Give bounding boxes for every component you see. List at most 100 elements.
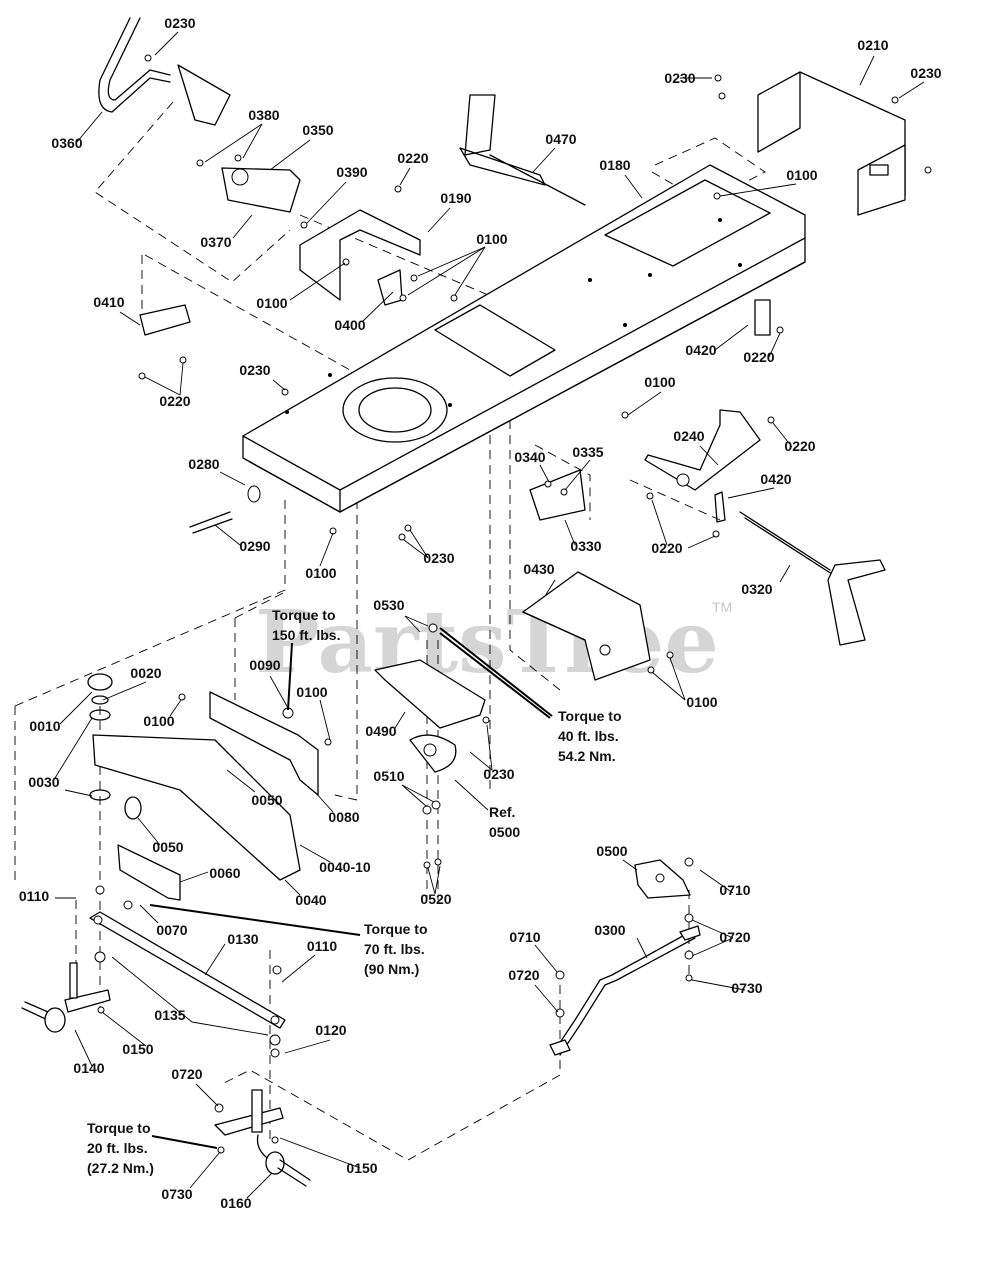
- watermark-trademark: TM: [712, 599, 732, 615]
- part-label-0720[interactable]: 0720: [719, 929, 750, 945]
- part-label-0040-10[interactable]: 0040-10: [319, 859, 371, 875]
- note-line: (90 Nm.): [364, 961, 419, 977]
- part-label-0220[interactable]: 0220: [159, 393, 190, 409]
- part-label-0530[interactable]: 0530: [373, 597, 404, 613]
- part-label-0730[interactable]: 0730: [731, 980, 762, 996]
- part-label-0090[interactable]: 0090: [249, 657, 280, 673]
- note-ref-0500: Ref. 0500: [489, 804, 520, 840]
- part-label-0490[interactable]: 0490: [365, 723, 396, 739]
- part-label-0050[interactable]: 0050: [152, 839, 183, 855]
- part-label-0010[interactable]: 0010: [29, 718, 60, 734]
- part-label-0160[interactable]: 0160: [220, 1195, 251, 1211]
- part-label-0220[interactable]: 0220: [651, 540, 682, 556]
- part-label-0230[interactable]: 0230: [664, 70, 695, 86]
- part-label-0100[interactable]: 0100: [296, 684, 327, 700]
- part-label-0720[interactable]: 0720: [171, 1066, 202, 1082]
- bracket-0430: [522, 571, 651, 681]
- part-label-0340[interactable]: 0340: [514, 449, 545, 465]
- part-label-0280[interactable]: 0280: [188, 456, 219, 472]
- part-label-0230[interactable]: 0230: [483, 766, 514, 782]
- part-label-0290[interactable]: 0290: [239, 538, 270, 554]
- leader-lines: [54, 31, 925, 1199]
- plate-0490: [374, 659, 486, 773]
- part-label-0220[interactable]: 0220: [397, 150, 428, 166]
- part-label-0230[interactable]: 0230: [239, 362, 270, 378]
- part-label-0420[interactable]: 0420: [760, 471, 791, 487]
- part-label-0335[interactable]: 0335: [572, 444, 603, 460]
- spindle-0140: [21, 962, 111, 1033]
- part-label-0230[interactable]: 0230: [164, 15, 195, 31]
- part-label-0140[interactable]: 0140: [73, 1060, 104, 1076]
- part-label-0040[interactable]: 0040: [295, 892, 326, 908]
- part-number-labels: 0230 0360 0380 0350 0370 0390 0220 0190 0100 0100…: [19, 15, 942, 1211]
- part-label-0220[interactable]: 0220: [743, 349, 774, 365]
- part-label-0050[interactable]: 0050: [251, 792, 282, 808]
- part-label-0300[interactable]: 0300: [594, 922, 625, 938]
- part-label-0710[interactable]: 0710: [719, 882, 750, 898]
- part-label-0110[interactable]: 0110: [307, 938, 338, 954]
- part-label-0060[interactable]: 0060: [209, 865, 240, 881]
- part-label-0150[interactable]: 0150: [122, 1041, 153, 1057]
- pedal-linkage: [98, 17, 586, 213]
- part-label-0210[interactable]: 0210: [857, 37, 888, 53]
- part-label-0150[interactable]: 0150: [346, 1160, 377, 1176]
- note-line: 70 ft. lbs.: [364, 941, 425, 957]
- note-line: Ref.: [489, 804, 515, 820]
- part-label-0400[interactable]: 0400: [334, 317, 365, 333]
- bracket-0190: [139, 209, 421, 336]
- part-label-0110[interactable]: 0110: [19, 888, 50, 904]
- part-label-0100[interactable]: 0100: [143, 713, 174, 729]
- note-torque-70: Torque to 70 ft. lbs. (90 Nm.): [364, 921, 428, 977]
- part-label-0240[interactable]: 0240: [673, 428, 704, 444]
- part-label-0190[interactable]: 0190: [440, 190, 471, 206]
- part-label-0100[interactable]: 0100: [476, 231, 507, 247]
- tie-rod-0130: [89, 911, 286, 1029]
- lower-linkage: [549, 859, 701, 1056]
- part-label-0080[interactable]: 0080: [328, 809, 359, 825]
- part-label-0360[interactable]: 0360: [51, 135, 82, 151]
- part-label-0710[interactable]: 0710: [509, 929, 540, 945]
- part-label-0730[interactable]: 0730: [161, 1186, 192, 1202]
- note-torque-150: Torque to 150 ft. lbs.: [272, 607, 340, 643]
- part-label-0100[interactable]: 0100: [786, 167, 817, 183]
- part-label-0230[interactable]: 0230: [423, 550, 454, 566]
- part-label-0100[interactable]: 0100: [305, 565, 336, 581]
- part-label-0180[interactable]: 0180: [599, 157, 630, 173]
- part-label-0520[interactable]: 0520: [420, 891, 451, 907]
- part-label-0100[interactable]: 0100: [256, 295, 287, 311]
- part-label-0100[interactable]: 0100: [644, 374, 675, 390]
- part-label-0120[interactable]: 0120: [315, 1022, 346, 1038]
- part-label-0070[interactable]: 0070: [156, 922, 187, 938]
- part-label-0030[interactable]: 0030: [28, 774, 59, 790]
- right-linkage: [529, 299, 886, 646]
- part-label-0430[interactable]: 0430: [523, 561, 554, 577]
- part-label-0350[interactable]: 0350: [302, 122, 333, 138]
- part-label-0320[interactable]: 0320: [741, 581, 772, 597]
- part-label-0510[interactable]: 0510: [373, 768, 404, 784]
- part-label-0220[interactable]: 0220: [784, 438, 815, 454]
- rear-bracket-0210: [757, 71, 906, 216]
- part-label-0230[interactable]: 0230: [910, 65, 941, 81]
- part-label-0330[interactable]: 0330: [570, 538, 601, 554]
- note-line: Torque to: [364, 921, 428, 937]
- note-line: Torque to: [558, 708, 622, 724]
- main-frame-0180: [242, 164, 806, 513]
- part-label-0100[interactable]: 0100: [686, 694, 717, 710]
- note-line: (27.2 Nm.): [87, 1160, 154, 1176]
- note-line: Torque to: [87, 1120, 151, 1136]
- part-label-0390[interactable]: 0390: [336, 164, 367, 180]
- part-label-0130[interactable]: 0130: [227, 931, 258, 947]
- part-label-0135[interactable]: 0135: [154, 1007, 185, 1023]
- part-label-0720[interactable]: 0720: [508, 967, 539, 983]
- part-label-0370[interactable]: 0370: [200, 234, 231, 250]
- part-label-0380[interactable]: 0380: [248, 107, 279, 123]
- part-label-0500[interactable]: 0500: [596, 843, 627, 859]
- part-label-0420[interactable]: 0420: [685, 342, 716, 358]
- note-line: 20 ft. lbs.: [87, 1140, 148, 1156]
- note-line: 150 ft. lbs.: [272, 627, 340, 643]
- part-label-0410[interactable]: 0410: [93, 294, 124, 310]
- part-label-0020[interactable]: 0020: [130, 665, 161, 681]
- part-label-0470[interactable]: 0470: [545, 131, 576, 147]
- note-line: Torque to: [272, 607, 336, 623]
- note-line: 0500: [489, 824, 520, 840]
